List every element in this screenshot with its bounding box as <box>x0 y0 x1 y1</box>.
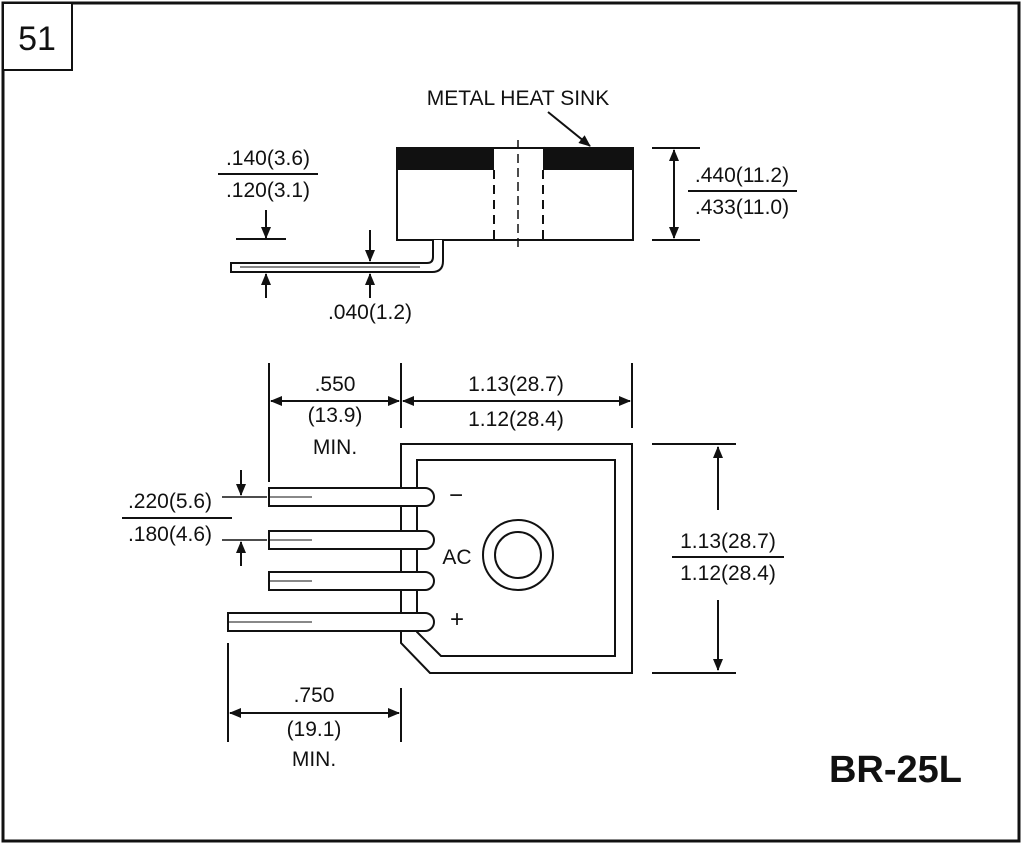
package-body-inner <box>416 459 616 657</box>
height-max-label: .440(11.2) <box>695 164 789 187</box>
lead-span-inch: .750 <box>294 684 335 707</box>
heat-sink-plate-left <box>397 148 494 170</box>
lead-span-note: MIN. <box>292 748 336 771</box>
body-height-max: 1.13(28.7) <box>680 530 776 553</box>
part-number: BR-25L <box>829 749 962 791</box>
pin-minus-mark: − <box>449 482 463 509</box>
page-number: 51 <box>18 20 56 58</box>
thickness-min-label: .120(3.1) <box>226 179 310 202</box>
side-view: METAL HEAT SINK .140(3.6) .120(3.1) .040… <box>218 87 797 324</box>
lead-minus <box>268 487 435 507</box>
pitch-max-label: .220(5.6) <box>128 490 212 513</box>
body-height-min: 1.12(28.4) <box>680 562 776 585</box>
pitch-min-label: .180(4.6) <box>128 523 212 546</box>
lead-ac-2 <box>268 571 435 591</box>
lead-length-mm: (13.9) <box>308 404 363 427</box>
heat-sink-label: METAL HEAT SINK <box>427 87 609 110</box>
lead-length-inch: .550 <box>315 373 356 396</box>
body-width-min: 1.12(28.4) <box>468 408 564 431</box>
pin-ac-mark: AC <box>442 546 471 569</box>
side-lead <box>230 240 444 273</box>
heat-sink-plate-right <box>543 148 633 170</box>
lead-ac-1 <box>268 530 435 550</box>
top-view: .550 (13.9) MIN. 1.13(28.7) 1.12(28.4) −… <box>122 363 784 771</box>
thickness-max-label: .140(3.6) <box>226 147 310 170</box>
page-number-box <box>2 2 73 71</box>
body-width-max: 1.13(28.7) <box>468 373 564 396</box>
lead-length-note: MIN. <box>313 436 357 459</box>
lead-thickness-label: .040(1.2) <box>328 301 412 324</box>
lead-plus <box>227 612 435 632</box>
pin-plus-mark: + <box>450 606 464 633</box>
mount-hole-inner <box>494 531 542 579</box>
height-min-label: .433(11.0) <box>695 196 789 219</box>
lead-span-mm: (19.1) <box>287 718 342 741</box>
heat-sink-arrow <box>547 111 591 147</box>
